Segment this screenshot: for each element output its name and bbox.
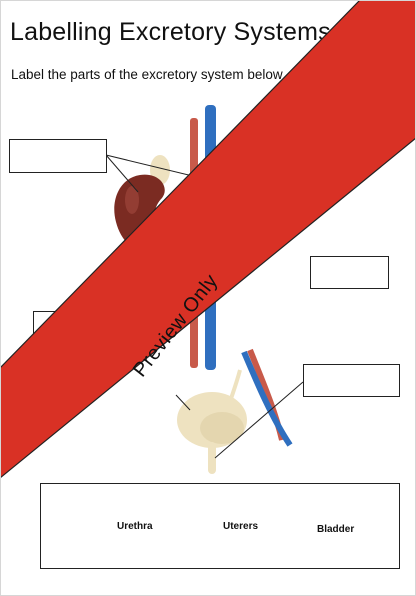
label-box-top-left[interactable] [9,139,107,173]
vena-cava-vessel [205,105,216,370]
label-box-right-middle[interactable] [310,256,389,289]
word-urethra: Urethra [117,521,153,532]
word-bank: Urethra Uterers Bladder [40,483,400,569]
word-bladder: Bladder [317,524,355,535]
label-box-left-middle[interactable] [33,311,113,345]
aorta-vessel [190,118,198,368]
word-uterers: Uterers [223,521,259,532]
iliac-vein [241,350,293,447]
label-box-right-lower[interactable] [303,364,400,397]
